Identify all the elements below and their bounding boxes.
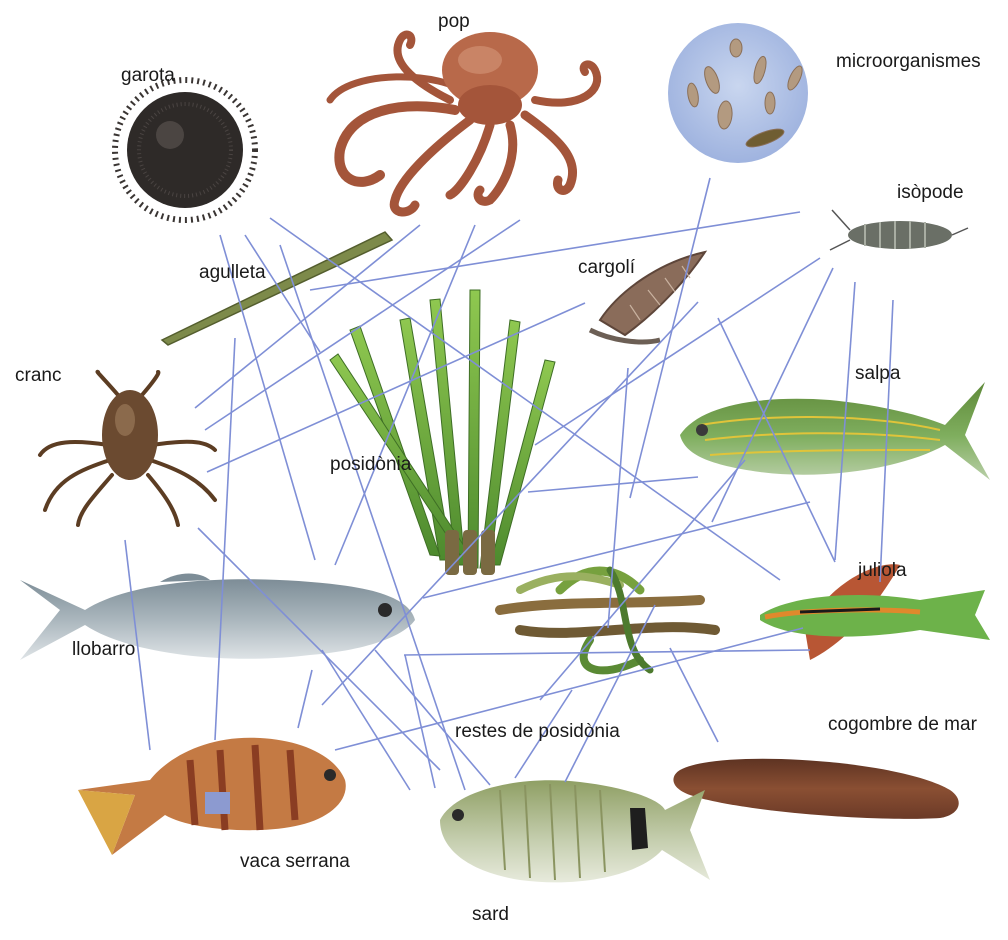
label-vaca-serrana: vaca serrana xyxy=(240,852,350,871)
link-line xyxy=(220,235,315,560)
label-juliola: juliola xyxy=(858,561,907,580)
sea-cucumber-icon xyxy=(673,759,958,819)
salema-fish-icon xyxy=(680,382,990,480)
link-line xyxy=(298,670,312,728)
sea-bream-icon xyxy=(440,780,710,882)
link-line xyxy=(215,338,235,740)
seagrass-icon xyxy=(330,290,555,575)
label-llobarro: llobarro xyxy=(72,640,135,659)
microorganisms-icon xyxy=(668,23,808,163)
label-salpa: salpa xyxy=(855,364,900,383)
label-agulleta: agulleta xyxy=(199,263,266,282)
link-line xyxy=(310,212,800,290)
link-line xyxy=(375,650,490,785)
link-line xyxy=(404,650,810,655)
label-microorganismes: microorganismes xyxy=(836,52,981,71)
comber-fish-icon xyxy=(78,738,346,855)
label-restes-de-posidonia: restes de posidònia xyxy=(455,722,620,741)
link-line xyxy=(405,655,435,788)
link-line xyxy=(528,477,698,492)
label-sard: sard xyxy=(472,905,509,924)
link-line xyxy=(670,648,718,742)
label-pop: pop xyxy=(438,12,470,31)
link-line xyxy=(270,218,780,580)
label-isopode: isòpode xyxy=(897,183,964,202)
label-garota: garota xyxy=(121,66,175,85)
link-line xyxy=(712,268,833,522)
crab-icon xyxy=(40,372,215,525)
label-cargoli: cargolí xyxy=(578,258,635,277)
label-cogombre-de-mar: cogombre de mar xyxy=(828,715,977,734)
label-cranc: cranc xyxy=(15,366,61,385)
label-posidonia: posidònia xyxy=(330,455,411,474)
octopus-icon xyxy=(330,32,597,212)
isopod-icon xyxy=(830,210,968,250)
sea-urchin-icon xyxy=(115,80,255,220)
